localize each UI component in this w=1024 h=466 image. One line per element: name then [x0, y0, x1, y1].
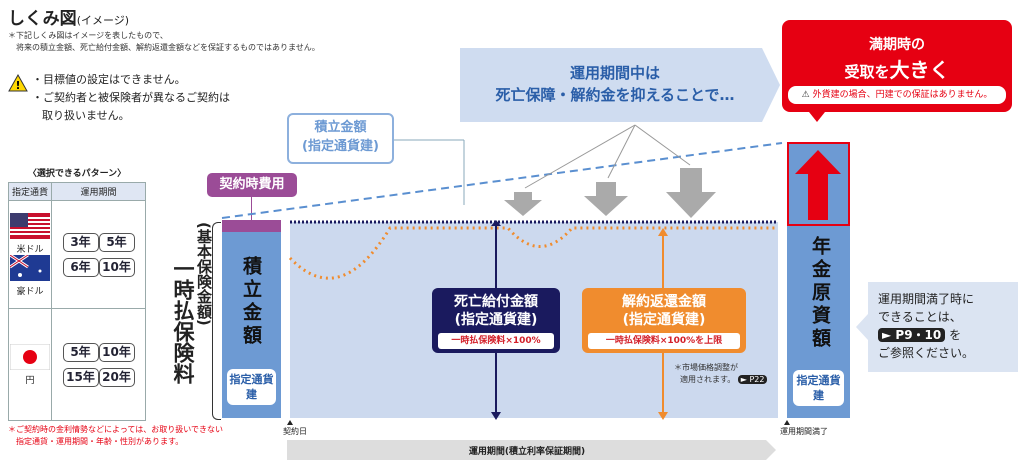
- down-arrows: [504, 168, 716, 218]
- start-label: 契約日: [283, 427, 307, 436]
- callout-text: 運用期間中は死亡保障・解約金を抑えることで…: [495, 64, 735, 104]
- patterns-label: 〈選択できるパターン〉: [27, 169, 127, 179]
- growth-highlight: [787, 142, 850, 226]
- premium-sub: (基本保険金額): [195, 222, 213, 326]
- market-note: ＊市場価格調整が適用されます。 ► P22: [674, 362, 768, 386]
- right-note: 運用期間満了時にできることは、► P9・10 をご参照ください。: [878, 292, 975, 360]
- au-flag-icon: [9, 253, 50, 284]
- accum-label: 積立金額(指定通貨建): [287, 113, 394, 164]
- contract-cost-label: 契約時費用: [207, 173, 297, 197]
- premium-label: 一時払保険料: [171, 258, 195, 384]
- period-bar-shape: [287, 440, 776, 460]
- contract-cost-bar: [222, 220, 281, 232]
- surrender-value-box: 解約返還金額(指定通貨建)一時払保険料×100%を上限: [582, 288, 746, 353]
- end-label: 運用期間満了: [780, 427, 828, 436]
- warning-icon: !: [8, 73, 28, 96]
- death-benefit-box: 死亡給付金額(指定通貨建)一時払保険料×100%: [432, 288, 560, 353]
- disclaimer: ＊下記しくみ図はイメージを表したもので、将来の積立金額、死亡給付金額、解約返還金…: [8, 31, 320, 52]
- accum-column: 積立金額 指定通貨建: [222, 232, 281, 418]
- up-arrow-icon: [795, 150, 841, 220]
- svg-text:!: !: [15, 79, 20, 92]
- page-title: しくみ図(イメージ): [8, 9, 130, 29]
- page-ref-p22[interactable]: ► P22: [737, 375, 768, 384]
- red-highlight-box: 満期時の 受取を大きく ⚠ 外貨建の場合、円建での保証はありません。: [782, 20, 1012, 112]
- us-flag-icon: [10, 212, 50, 242]
- callout-shape: [460, 48, 780, 122]
- warnings: ・目標値の設定はできません。・ご契約者と被保険者が異なるご契約は取り扱いません。: [32, 73, 230, 122]
- footnote: ＊ご契約時の金利情勢などによっては、お取り扱いできない指定通貨・運用期間・年齢・…: [8, 425, 223, 446]
- pension-column: 年金原資額 指定通貨建: [787, 142, 850, 418]
- warning-icon: ⚠: [801, 90, 810, 100]
- period-bar: 運用期間(積立利率保証期間): [468, 447, 586, 457]
- page-ref-p9-10[interactable]: ► P9・10: [878, 328, 946, 342]
